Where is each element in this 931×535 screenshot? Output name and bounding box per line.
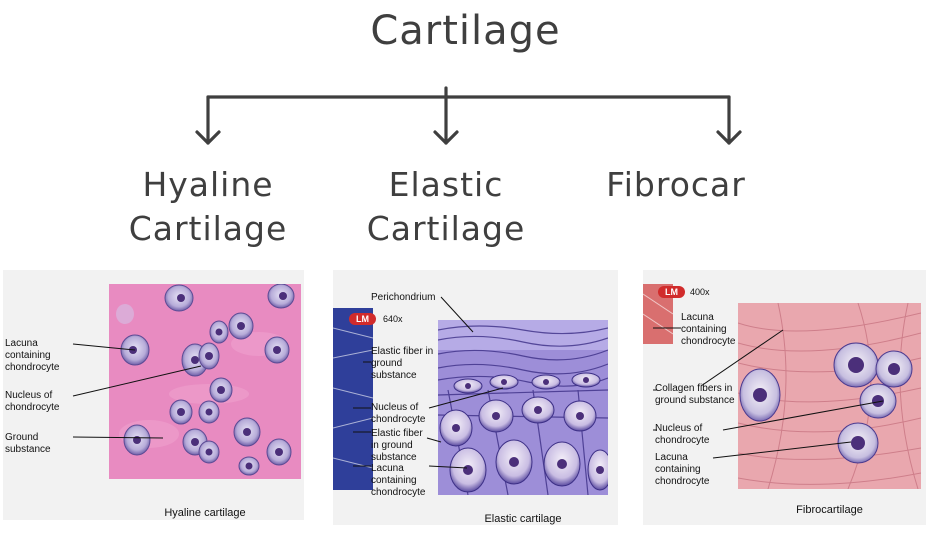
branch-line-1: Fibrocar [606,165,746,204]
label-lacuna: Lacuna containing chondrocyte [5,338,60,373]
label-nucleus: Nucleus of chondrocyte [5,390,60,413]
magnification: 400x [690,287,710,297]
fibro-caption: Fibrocartilage [796,504,863,516]
fibro-cells [739,342,913,464]
hyaline-leader-lines [72,343,202,439]
label-nucleus: Nucleus of chondrocyte [371,402,426,425]
branch-hyaline-label: Hyaline Cartilage [108,163,308,251]
label-perichondrium: Perichondrium [371,292,436,303]
label-elastic-fiber: Elastic fiber in ground substance [371,346,434,381]
branch-elastic-label: Elastic Cartilage [346,163,546,251]
hyaline-caption: Hyaline cartilage [164,507,246,519]
lm-badge: LM [658,286,685,298]
label-collagen-fibers: Collagen fibers in ground substance [655,383,735,406]
diagram-title: Cartilage [370,8,561,54]
fibro-leader-lines [653,327,884,459]
branch-line-1: Elastic [388,165,504,204]
label-lacuna: Lacuna containing chondrocyte [681,312,736,347]
branch-line-1: Hyaline [142,165,274,204]
branch-line-2: Cartilage [366,209,526,248]
arrow-down-icon [716,130,742,145]
magnification: 640x [383,314,403,324]
branch-fibro-label: Fibrocar [596,163,756,207]
hyaline-cells [116,284,295,476]
label-lacuna-2: Lacuna containing chondrocyte [655,452,710,487]
hyaline-panel: Lacuna containing chondrocyte Nucleus of… [3,270,304,520]
hyaline-micrograph [109,284,301,479]
label-nucleus: Nucleus of chondrocyte [655,423,710,446]
elastic-leader-lines [353,296,504,469]
elastic-caption: Elastic cartilage [484,513,562,525]
label-ground-substance: Ground substance [5,432,51,455]
elastic-inset-lens [333,308,373,490]
label-elastic-fiber-2: Elastic fiber in ground substance [371,428,423,463]
tree-connectors [195,86,742,145]
fibro-micrograph [738,303,921,489]
elastic-cells [439,372,608,493]
arrow-down-icon [195,130,221,145]
branch-line-2: Cartilage [128,209,288,248]
arrow-down-icon [433,130,459,145]
lm-badge: LM [349,313,376,325]
label-lacuna: Lacuna containing chondrocyte [371,463,426,498]
fibro-panel: LM 400x [643,270,926,525]
elastic-panel: LM 640x [333,270,618,525]
collagen-fibers [738,303,921,489]
elastic-micrograph [438,320,608,495]
